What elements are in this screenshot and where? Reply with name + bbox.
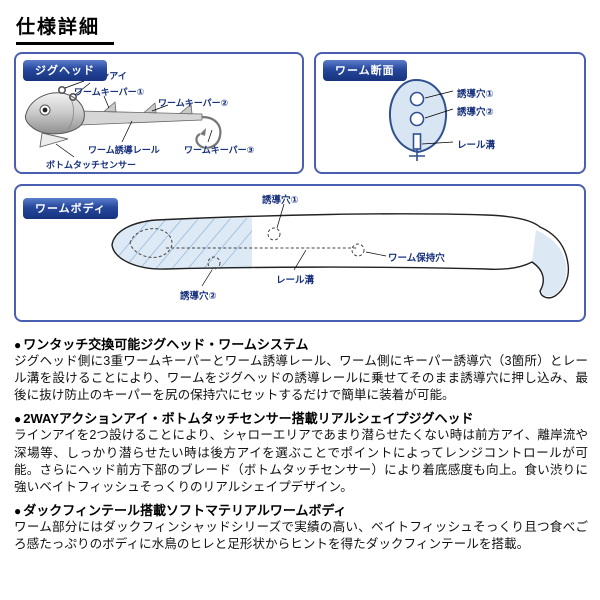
cross-section-badge: ワーム断面 [323, 60, 407, 81]
worm-body-panel: ワームボディ [14, 184, 586, 322]
bullet-icon: ● [14, 503, 22, 518]
cross-label-rail-groove: レール溝 [457, 140, 496, 151]
feature-body-text: ラインアイを2つ設けることにより、シャローエリアであまり潜らせたくない時は前方ア… [14, 428, 588, 494]
worm-body-illustration [111, 203, 570, 299]
jighead-label-guide-rail: ワーム誘導レール [88, 145, 160, 155]
feature-list: ● ワンタッチ交換可能ジグヘッド・ワームシステム ジグヘッド側に3重ワームキーパ… [14, 330, 588, 556]
feature-heading-text: ダックフィンテール搭載ソフトマテリアルワームボディ [23, 502, 347, 518]
cross-section-panel: ワーム断面 誘導穴① 誘導穴② レール溝 [314, 52, 586, 174]
feature-heading-text: 2WAYアクションアイ・ボトムタッチセンサー搭載リアルシェイプジグヘッド [23, 411, 474, 427]
bullet-icon: ● [14, 338, 22, 352]
cross-label-hole2: 誘導穴② [457, 107, 494, 118]
bullet-icon: ● [14, 412, 22, 427]
jighead-illustration [24, 80, 222, 158]
feature-heading: ● ダックフィンテール搭載ソフトマテリアルワームボディ [14, 500, 588, 519]
feature-item: ● 2WAYアクションアイ・ボトムタッチセンサー搭載リアルシェイプジグヘッド ラ… [14, 408, 588, 496]
jighead-label-keeper1: ワームキーパー① [74, 87, 145, 97]
worm-label-retention-hole: ワーム保持穴 [388, 253, 445, 264]
worm-label-rail-groove: レール溝 [276, 275, 315, 286]
feature-item: ● ダックフィンテール搭載ソフトマテリアルワームボディ ワーム部分にはダックフィ… [14, 500, 588, 553]
cross-section-illustration [388, 78, 454, 161]
worm-body-badge: ワームボディ [23, 198, 118, 219]
worm-label-hole1: 誘導穴① [262, 195, 299, 206]
feature-heading-text: ワンタッチ交換可能ジグヘッド・ワームシステム [23, 337, 309, 352]
page-title: 仕様詳細 [16, 12, 115, 45]
cross-label-hole1: 誘導穴① [457, 89, 494, 100]
feature-heading: ● ワンタッチ交換可能ジグヘッド・ワームシステム [14, 334, 588, 353]
feature-body-text: ワーム部分にはダックフィンシャッドシリーズで実績の高い、ベイトフィッシュそっくり… [14, 519, 588, 551]
feature-heading: ● 2WAYアクションアイ・ボトムタッチセンサー搭載リアルシェイプジグヘッド [14, 408, 588, 427]
feature-body-text: ジグヘッド側に3重ワームキーパーとワーム誘導レール、ワーム側にキーパー誘導穴（3… [14, 354, 588, 403]
jighead-panel: ジグヘッド [14, 52, 304, 174]
jighead-badge: ジグヘッド [23, 60, 107, 81]
jighead-label-keeper2: ワームキーパー② [158, 98, 229, 108]
jighead-label-keeper3: ワームキーパー③ [184, 145, 255, 155]
worm-label-hole2: 誘導穴② [180, 291, 217, 302]
feature-item: ● ワンタッチ交換可能ジグヘッド・ワームシステム ジグヘッド側に3重ワームキーパ… [14, 334, 588, 404]
jighead-label-bottom-sensor: ボトムタッチセンサー [46, 160, 137, 170]
